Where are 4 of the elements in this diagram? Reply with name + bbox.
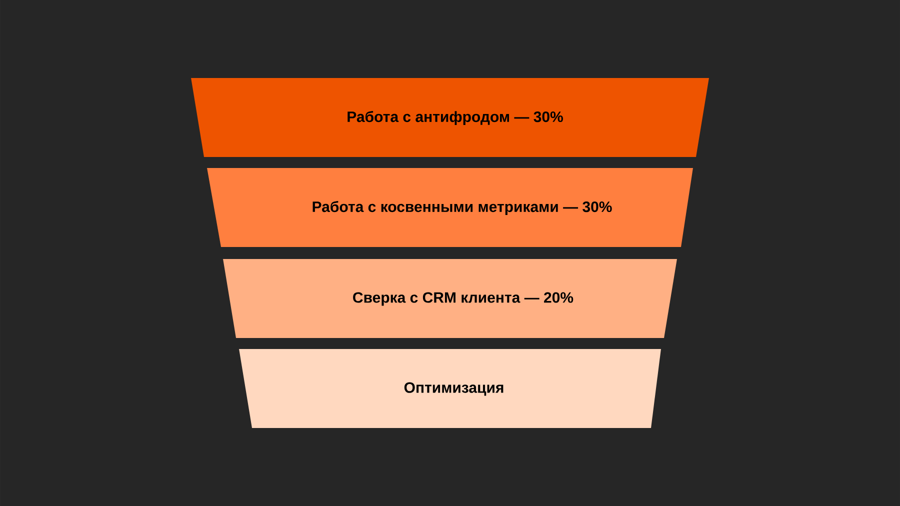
- funnel-band: Оптимизация: [239, 349, 661, 428]
- funnel-band: Сверка с CRM клиента — 20%: [223, 259, 677, 338]
- funnel-band: Работа с антифродом — 30%: [191, 78, 709, 157]
- funnel-band: Работа с косвенными метриками — 30%: [207, 168, 693, 247]
